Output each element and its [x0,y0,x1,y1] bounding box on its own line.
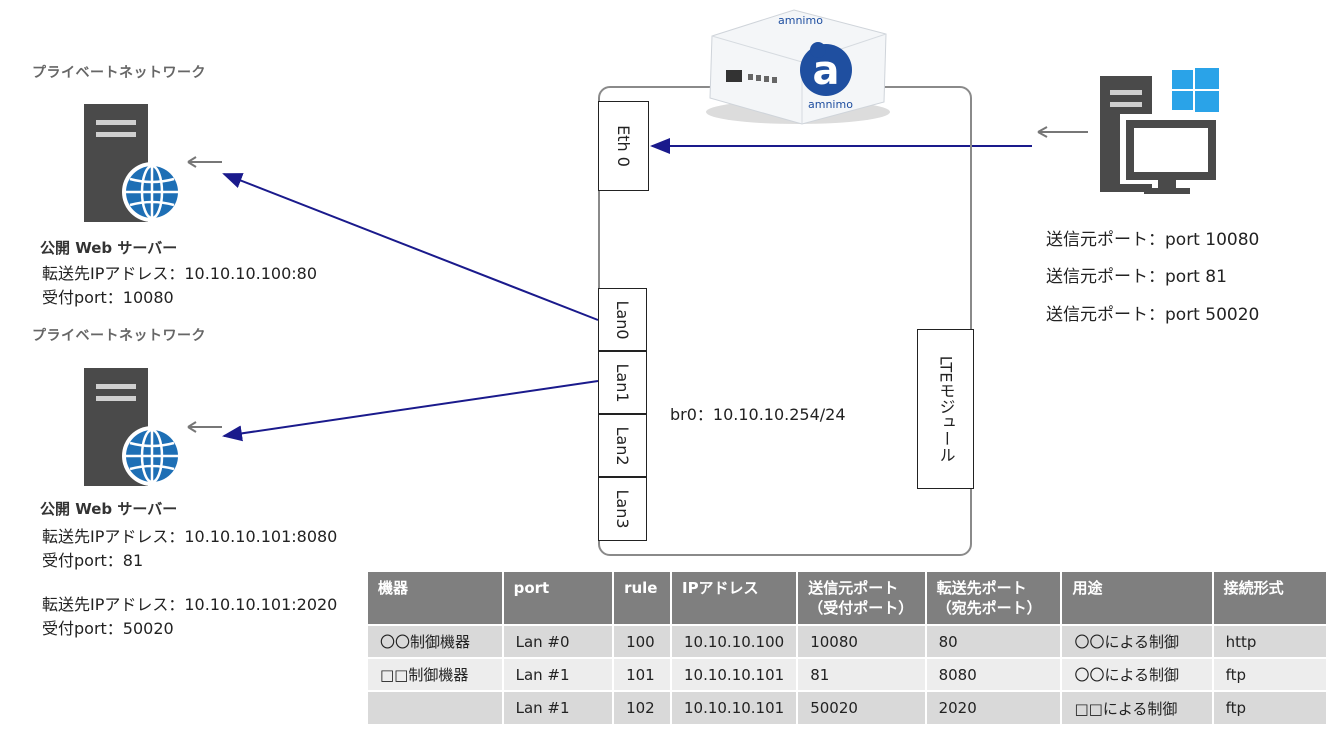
windows-logo-icon [1172,68,1219,112]
router-frame [598,86,972,556]
forward-ip-text: 転送先IPアドレス：10.10.10.101:8080 [42,527,338,546]
forward-ip-text: 転送先IPアドレス：10.10.10.100:80 [42,264,317,283]
network-label: プライベートネットワーク [32,328,206,344]
header-purpose: 用途 [1061,572,1214,625]
svg-text:a: a [813,48,840,94]
header-ip: IPアドレス [670,572,799,625]
lte-label: LTEモジュール [936,355,956,463]
header-dest-port: 転送先ポート（宛先ポート） [925,572,1063,625]
port-forward-table: 機器 port rule IPアドレス 送信元ポート（受付ポート） 転送先ポート… [368,572,1326,724]
server-title: 公開 Web サーバー [40,239,178,257]
web-server-icon [84,104,182,222]
port-lan0: Lan0 [598,288,647,351]
table-cell: □□による制御 [1061,690,1214,724]
grey-arrow-icon [1037,126,1088,138]
port-label: Lan2 [613,425,632,466]
table-row: 〇〇制御機器 Lan #0 100 10.10.10.100 10080 80 … [368,624,1326,658]
table-cell: ftp [1212,657,1326,691]
table-cell [368,690,504,724]
header-connection: 接続形式 [1212,572,1326,625]
grey-arrow-icon [187,421,222,433]
table-row: □□制御機器 Lan #1 101 10.10.10.101 81 8080 〇… [368,657,1326,691]
server-title: 公開 Web サーバー [40,500,178,518]
header-device: 機器 [368,572,504,625]
table-cell: 80 [925,624,1063,658]
accept-port-text: 受付port：81 [42,551,144,570]
port-lan3: Lan3 [598,477,647,541]
device-brand-text: amnimo [778,14,823,27]
table-cell: 102 [613,690,672,724]
table-cell: 10.10.10.100 [670,624,799,658]
source-port-text: 送信元ポート：port 81 [1046,267,1227,287]
accept-port-text: 受付port：10080 [42,288,174,307]
table-cell: 10.10.10.101 [670,657,799,691]
table-cell: 81 [797,657,927,691]
source-port-text: 送信元ポート：port 10080 [1046,230,1260,250]
table-cell: 8080 [925,657,1063,691]
port-label: Lan0 [613,299,632,340]
accept-port-text: 受付port：50020 [42,619,174,638]
source-port-text: 送信元ポート：port 50020 [1046,305,1260,325]
table-cell: Lan #1 [502,690,615,724]
table-cell: Lan #1 [502,657,615,691]
bridge-address: br0：10.10.10.254/24 [670,405,846,424]
table-cell: 〇〇による制御 [1061,657,1214,691]
lte-module: LTEモジュール [917,329,974,489]
router-device-icon: a amnimo amnimo [706,9,890,125]
web-server-icon [84,368,182,486]
table-cell: 50020 [797,690,927,724]
windows-pc-icon [1100,68,1220,194]
grey-arrow-icon [187,156,222,168]
header-source-port: 送信元ポート（受付ポート） [797,572,927,625]
table-cell: Lan #0 [502,624,615,658]
header-rule: rule [613,572,672,625]
table-cell: 〇〇による制御 [1061,624,1214,658]
table-cell: ftp [1212,690,1326,724]
port-label: Lan1 [613,362,632,403]
arrow-lan0-to-server-top [222,173,599,321]
port-label: Eth 0 [614,125,633,167]
table-cell: 101 [613,657,672,691]
header-port: port [502,572,615,625]
table-cell: 10080 [797,624,927,658]
port-eth0: Eth 0 [598,101,649,191]
arrow-lan1-to-server-bottom [222,380,599,442]
table-cell: 2020 [925,690,1063,724]
port-lan1: Lan1 [598,351,647,414]
table-header-row: 機器 port rule IPアドレス 送信元ポート（受付ポート） 転送先ポート… [368,572,1326,625]
table-cell: □□制御機器 [368,657,504,691]
table-row: Lan #1 102 10.10.10.101 50020 2020 □□による… [368,690,1326,724]
table-cell: http [1212,624,1326,658]
port-lan2: Lan2 [598,414,647,477]
forward-ip-text: 転送先IPアドレス：10.10.10.101:2020 [42,595,338,614]
port-label: Lan3 [613,489,632,529]
network-label: プライベートネットワーク [32,65,206,81]
table-cell: 〇〇制御機器 [368,624,504,658]
table-cell: 100 [613,624,672,658]
device-brand-text: amnimo [808,98,853,111]
table-cell: 10.10.10.101 [670,690,799,724]
